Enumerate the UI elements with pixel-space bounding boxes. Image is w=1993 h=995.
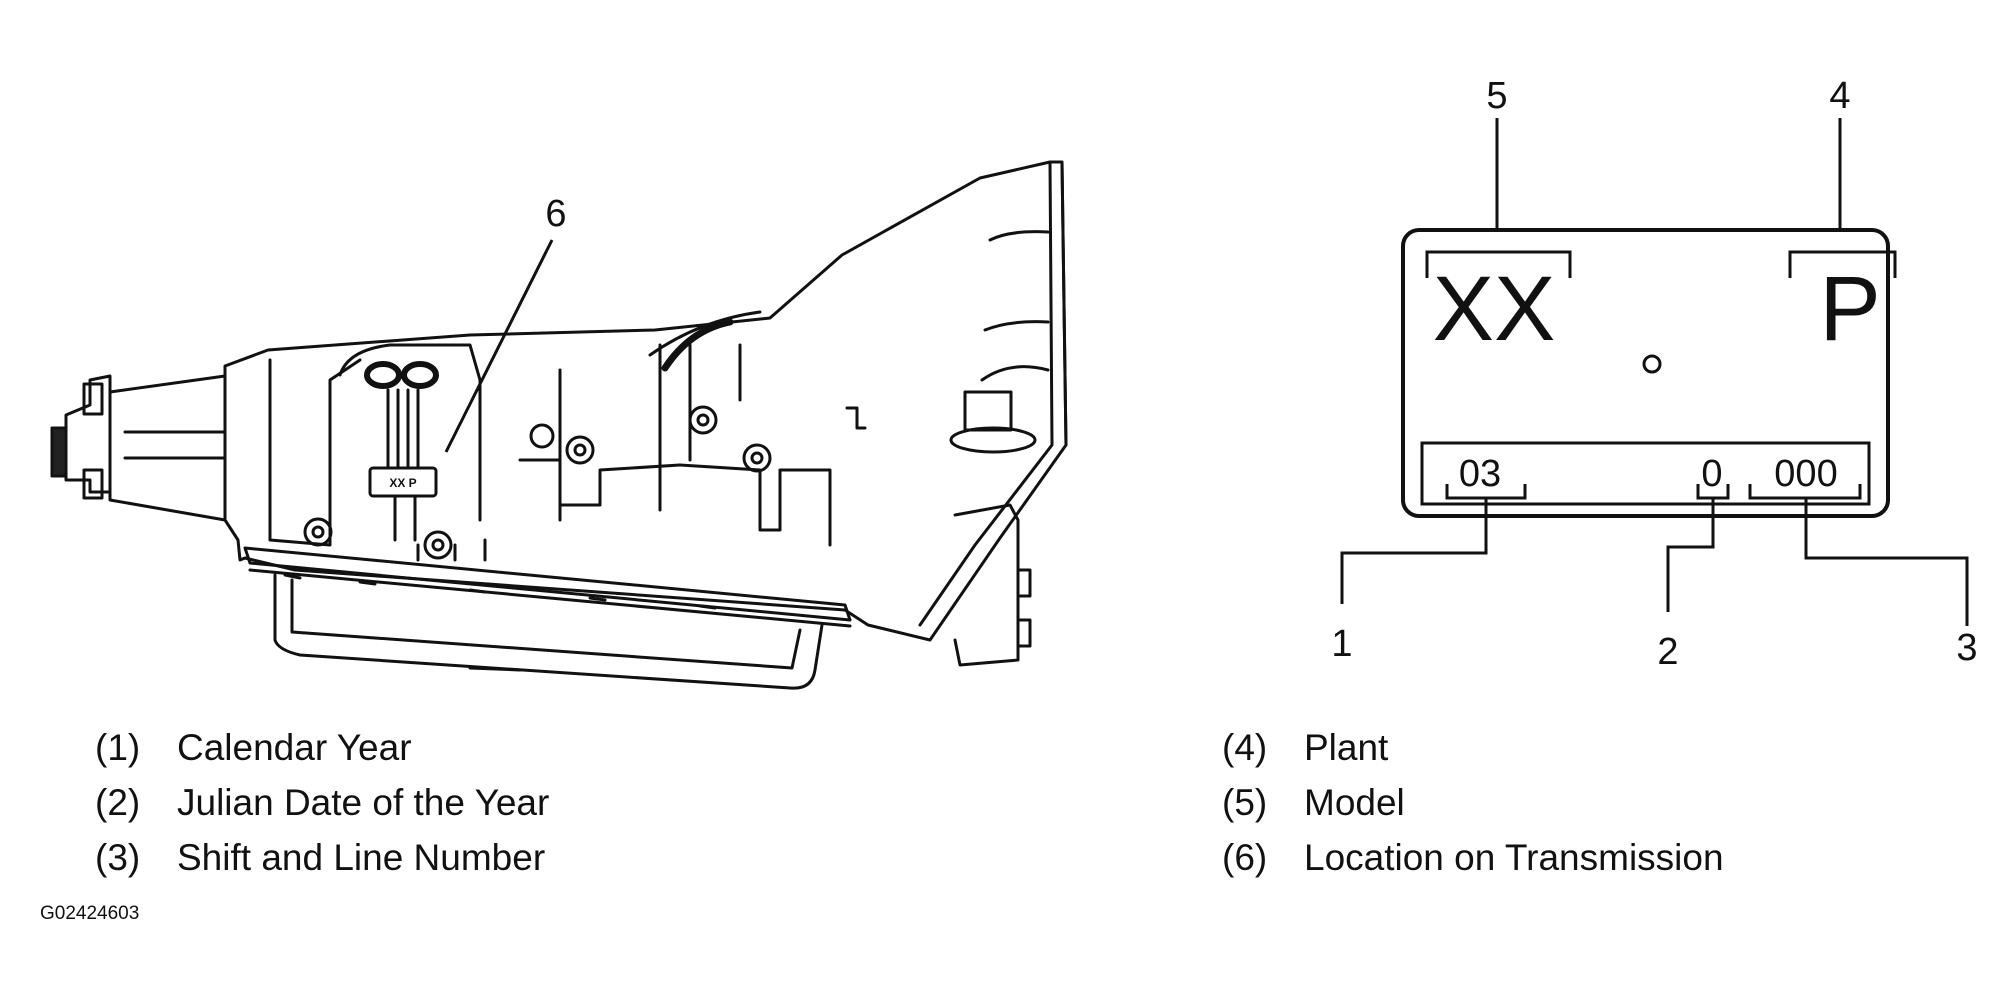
tag-plant-code: P — [1819, 258, 1880, 360]
legend-item: (2) Julian Date of the Year — [95, 775, 549, 830]
tag-model-code: XX — [1433, 258, 1556, 360]
callout-6-label: 6 — [545, 193, 566, 235]
tag-shift-line-code: 000 — [1774, 453, 1837, 495]
tag-leader-lines — [1340, 118, 1969, 626]
callout-1-label: 1 — [1331, 623, 1352, 665]
legend-number: (1) — [95, 727, 141, 768]
callout-6: 6 — [444, 193, 567, 453]
legend-item: (5) Model — [1222, 775, 1724, 830]
figure-id: G02424603 — [40, 903, 140, 924]
callout-5-label: 5 — [1486, 75, 1507, 117]
tag-julian-code: 0 — [1701, 453, 1722, 495]
callout-4-label: 4 — [1829, 75, 1850, 117]
tag-location-plate: XX P — [368, 466, 438, 498]
legend-item: (4) Plant — [1222, 720, 1724, 775]
id-tag-code-box — [1420, 441, 1871, 506]
legend-number: (4) — [1222, 727, 1268, 768]
legend-item: (1) Calendar Year — [95, 720, 549, 775]
legend-label: Location on Transmission — [1304, 837, 1724, 878]
legend-number: (5) — [1222, 782, 1268, 823]
callout-6-leader — [444, 239, 554, 453]
tag-year-code: 03 — [1459, 453, 1501, 495]
legend-label: Plant — [1304, 727, 1389, 768]
callout-2-label: 2 — [1657, 631, 1678, 673]
legend-label: Julian Date of the Year — [177, 782, 550, 823]
transmission-illustration — [50, 160, 1068, 690]
legend-label: Model — [1304, 782, 1405, 823]
legend-item: (6) Location on Transmission — [1222, 830, 1724, 885]
legend-left: (1) Calendar Year (2) Julian Date of the… — [95, 720, 549, 885]
id-tag-detail: XX P 03 0 000 5 4 1 2 3 — [1331, 75, 1977, 673]
legend-label: Shift and Line Number — [177, 837, 546, 878]
callout-3-label: 3 — [1956, 627, 1977, 669]
legend-right: (4) Plant (5) Model (6) Location on Tran… — [1222, 720, 1724, 885]
id-tag-rivet-hole — [1642, 354, 1662, 374]
legend-label: Calendar Year — [177, 727, 412, 768]
legend-number: (3) — [95, 837, 141, 878]
legend-number: (2) — [95, 782, 141, 823]
legend-item: (3) Shift and Line Number — [95, 830, 549, 885]
tag-location-plate-text: XX P — [389, 476, 416, 490]
legend-number: (6) — [1222, 837, 1268, 878]
